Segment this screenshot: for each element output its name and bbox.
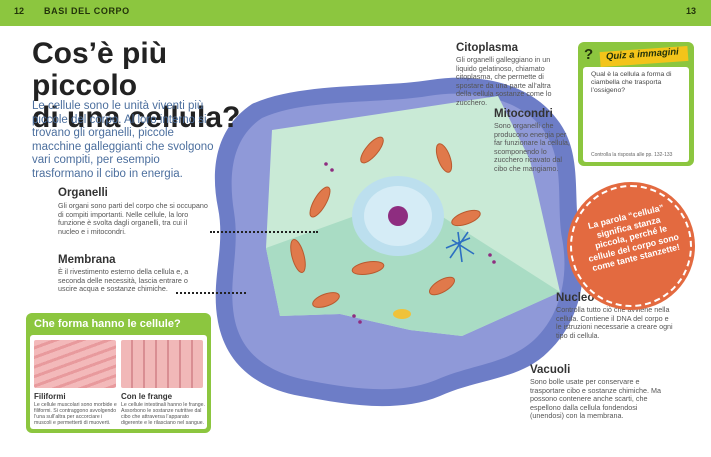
muscle-cells-image bbox=[34, 340, 116, 388]
text-con-le-frange: Le cellule intestinali hanno le frange. … bbox=[121, 402, 205, 426]
nucleolus bbox=[388, 206, 408, 226]
label-membrana: Membrana bbox=[58, 254, 116, 266]
quiz-box: ? Quiz a immagini Qual è la cellula a fo… bbox=[578, 42, 694, 166]
mitochondrion bbox=[351, 260, 385, 276]
intestinal-cells-image bbox=[121, 340, 203, 388]
section-title: BASI DEL CORPO bbox=[44, 6, 130, 16]
label-citoplasma: Citoplasma bbox=[456, 42, 518, 54]
mitochondrion bbox=[309, 186, 331, 218]
quiz-question: Qual è la cellula a forma di ciambella c… bbox=[591, 71, 672, 94]
label-organelli: Organelli bbox=[58, 187, 108, 199]
title-line-1: Cos’è più piccolo bbox=[32, 37, 168, 102]
mitochondrion bbox=[451, 209, 481, 227]
mitochondria bbox=[290, 136, 481, 308]
desc-vacuoli: Sono bolle usate per conservare e traspo… bbox=[530, 377, 662, 421]
dna-strands bbox=[445, 231, 475, 263]
label-mitocondri: Mitocondri bbox=[494, 108, 553, 120]
mitochondrion bbox=[312, 292, 340, 308]
text-filiformi: Le cellule muscolari sono morbide e fili… bbox=[34, 402, 117, 426]
quiz-answer-reference: Controlla la risposta alle pp. 132-133 bbox=[591, 152, 673, 158]
mitochondrion bbox=[429, 276, 455, 296]
mitochondrion bbox=[360, 136, 384, 164]
desc-citoplasma: Gli organelli galleggiano in un liquido … bbox=[456, 55, 552, 107]
fact-badge: La parola “cellula” significa stanza pic… bbox=[570, 185, 692, 307]
page-number-left: 12 bbox=[14, 6, 25, 16]
header-bar bbox=[0, 0, 711, 26]
cell-shapes-panel: Filiformi Le cellule muscolari sono morb… bbox=[30, 335, 207, 429]
pointer-organelli bbox=[210, 231, 318, 233]
desc-membrana: È il rivestimento esterno della cellula … bbox=[58, 267, 189, 294]
caption-filiformi: Filiformi bbox=[34, 392, 66, 401]
desc-organelli: Gli organi sono parti del corpo che si o… bbox=[58, 201, 208, 236]
cytoplasm-front bbox=[266, 196, 560, 336]
quiz-panel: Qual è la cellula a forma di ciambella c… bbox=[583, 67, 689, 162]
caption-con-le-frange: Con le frange bbox=[121, 392, 173, 401]
intro-paragraph: Le cellule sono le unità viventi più pic… bbox=[32, 100, 214, 180]
cell-shapes-title: Che forma hanno le cellule? bbox=[34, 318, 181, 330]
ribosomes bbox=[324, 162, 496, 324]
desc-mitocondri: Sono organelli che producono energia per… bbox=[494, 121, 570, 173]
label-nucleo: Nucleo bbox=[556, 292, 595, 304]
fact-badge-text: La parola “cellula” significa stanza pic… bbox=[586, 202, 681, 274]
page-title: Cos’è più piccolo di una cellula? bbox=[32, 38, 252, 134]
label-vacuoli: Vacuoli bbox=[530, 364, 571, 376]
desc-nucleo: Controlla tutto ciò che avviene nella ce… bbox=[556, 305, 673, 340]
mitochondrion bbox=[290, 239, 306, 273]
mitochondrion bbox=[435, 143, 453, 173]
title-line-2: di una cellula? bbox=[32, 101, 241, 134]
page-number-right: 13 bbox=[686, 6, 697, 16]
question-mark-icon: ? bbox=[584, 46, 594, 63]
vacuole bbox=[393, 309, 411, 319]
pointer-membrana bbox=[176, 292, 246, 294]
cell-shapes-box: Che forma hanno le cellule? Filiformi Le… bbox=[26, 313, 211, 433]
